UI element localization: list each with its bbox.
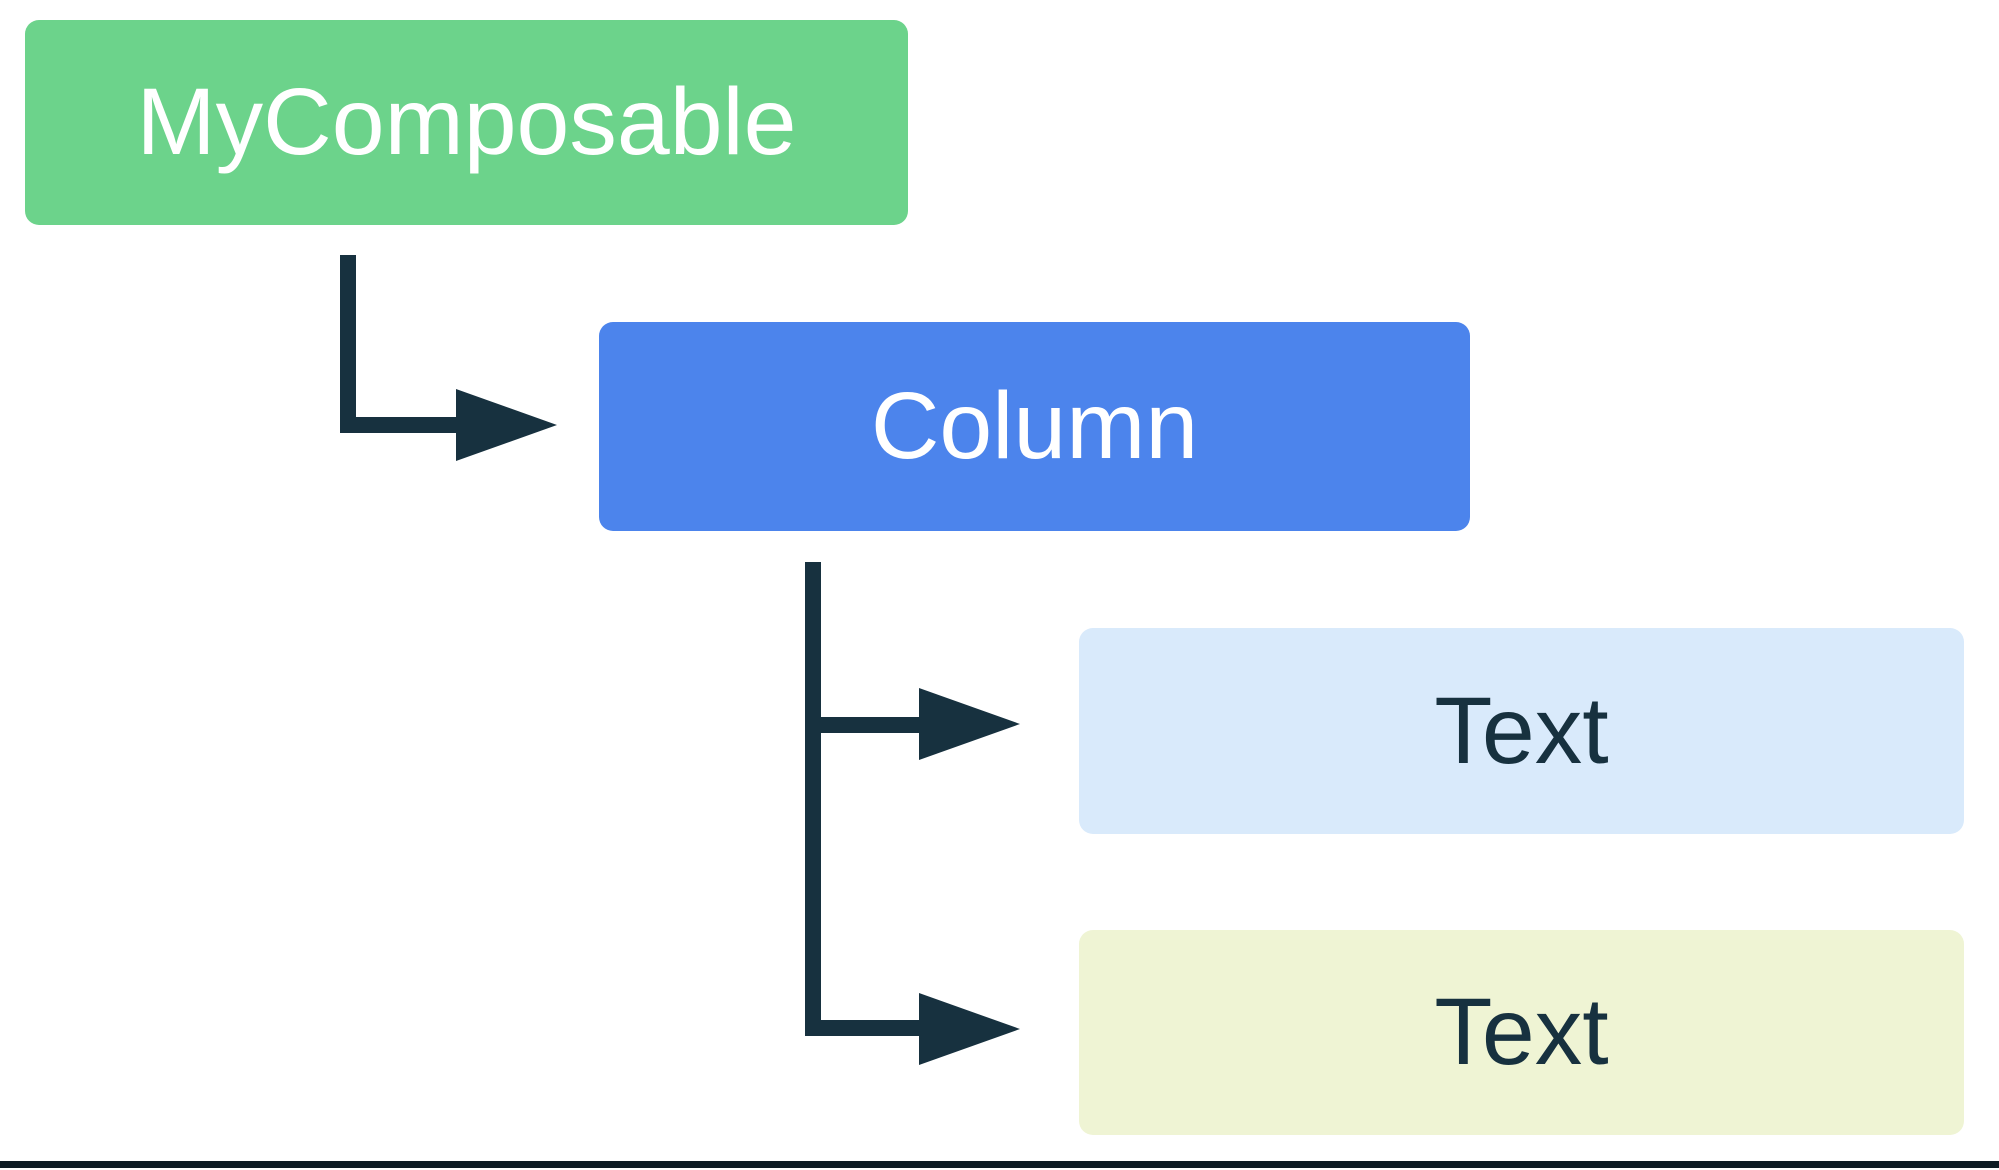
bottom-edge-rule — [0, 1161, 1999, 1168]
node-text-2-label: Text — [1434, 979, 1609, 1085]
arrowhead-icon — [919, 993, 1020, 1065]
arrowhead-icon — [919, 688, 1020, 760]
node-text-2: Text — [1079, 930, 1964, 1135]
node-column-label: Column — [870, 373, 1199, 479]
arrow-column-to-texts-vertical — [805, 562, 821, 1036]
arrowhead-icon — [456, 389, 557, 461]
arrow-column-to-text2-horizontal — [805, 1020, 923, 1036]
node-mycomposable-label: MyComposable — [136, 69, 797, 175]
arrow-mycomposable-to-column-horizontal — [340, 417, 460, 433]
node-mycomposable: MyComposable — [25, 20, 908, 225]
arrow-column-to-text1-horizontal — [805, 717, 923, 733]
node-text-1: Text — [1079, 628, 1964, 834]
node-column: Column — [599, 322, 1470, 531]
node-text-1-label: Text — [1434, 677, 1609, 784]
arrow-mycomposable-to-column-vertical — [340, 255, 356, 433]
